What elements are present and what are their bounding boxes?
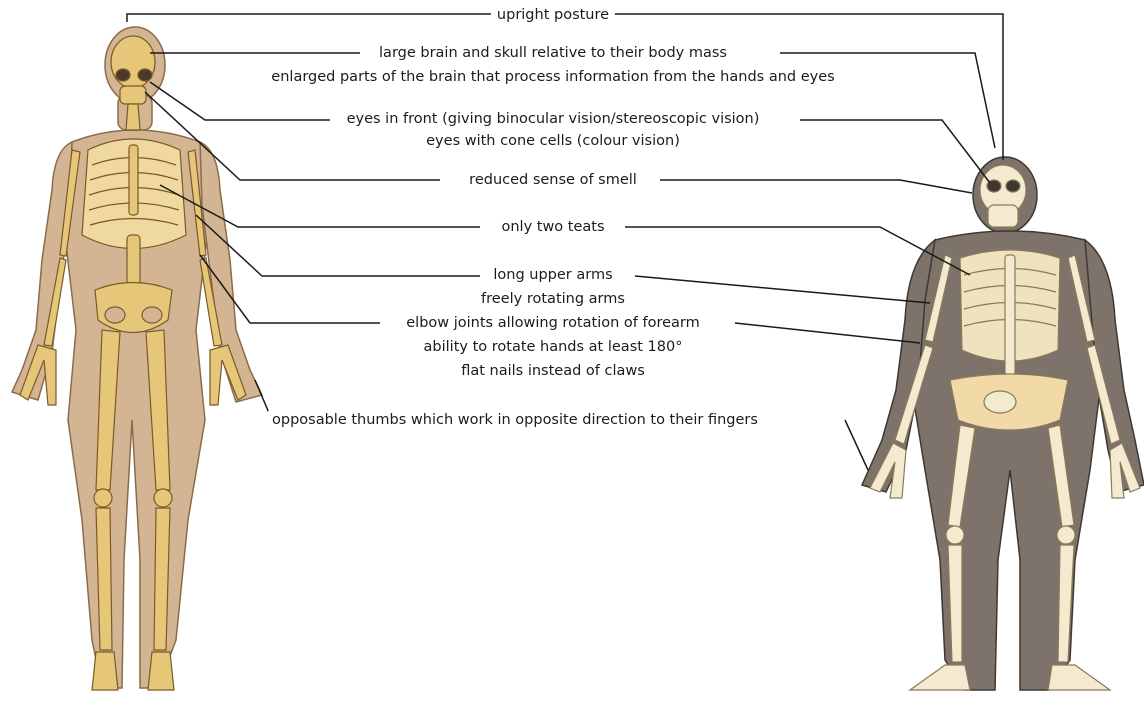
label-enlarged-brain: enlarged parts of the brain that process… (265, 68, 840, 86)
ape-figure (862, 157, 1144, 690)
human-figure (12, 27, 262, 690)
label-cone-cells: eyes with cone cells (colour vision) (420, 132, 686, 150)
label-rotate-hands: ability to rotate hands at least 180° (418, 338, 689, 356)
label-two-teats: only two teats (495, 218, 610, 236)
label-opposable-thumbs: opposable thumbs which work in opposite … (268, 411, 762, 429)
label-upright-posture: upright posture (491, 6, 615, 24)
label-rotating-arms: freely rotating arms (475, 290, 631, 308)
label-flat-nails: flat nails instead of claws (455, 362, 651, 380)
label-long-upper-arms: long upper arms (487, 266, 618, 284)
label-elbow-joints: elbow joints allowing rotation of forear… (400, 314, 705, 332)
label-eyes-in-front: eyes in front (giving binocular vision/s… (341, 110, 766, 128)
label-large-brain: large brain and skull relative to their … (373, 44, 733, 62)
label-reduced-smell: reduced sense of smell (463, 171, 643, 189)
